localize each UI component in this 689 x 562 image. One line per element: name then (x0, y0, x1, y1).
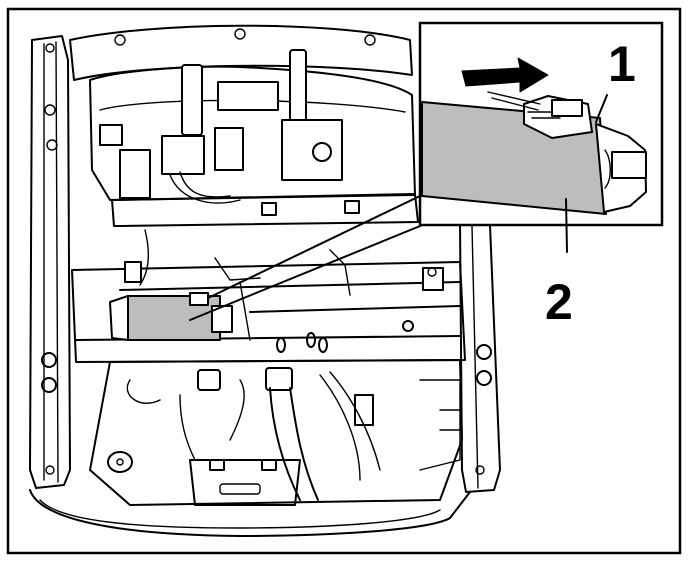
seat-back-panel (89, 65, 416, 201)
seat-frame-drawing (29, 24, 501, 537)
upper-cross-bar (111, 193, 419, 227)
lower-connector-c (354, 394, 374, 426)
inset-leader-lines (189, 195, 426, 321)
slide-direction-arrow-icon (461, 57, 549, 93)
inset-detail (418, 21, 664, 253)
lower-cushion-frame (89, 359, 463, 506)
callout-1: 1 (608, 36, 636, 92)
callout-2: 2 (545, 274, 573, 330)
seat-front-edge (29, 489, 471, 537)
label-plate (217, 81, 279, 111)
upper-connector-a (161, 135, 205, 175)
lower-connector-b (265, 367, 293, 391)
upper-bracket (281, 119, 343, 181)
callout-2-leader (565, 198, 568, 253)
seat-cushion-frame (71, 261, 466, 363)
module-end-plug (611, 151, 647, 179)
upper-clip-left (119, 149, 151, 199)
lower-connector-a (197, 369, 221, 391)
upper-connector-b (214, 127, 244, 171)
clip-left (181, 64, 203, 136)
callout-1-leader (595, 94, 608, 123)
left-side-rail (29, 35, 71, 489)
upper-small-clip (99, 124, 123, 146)
